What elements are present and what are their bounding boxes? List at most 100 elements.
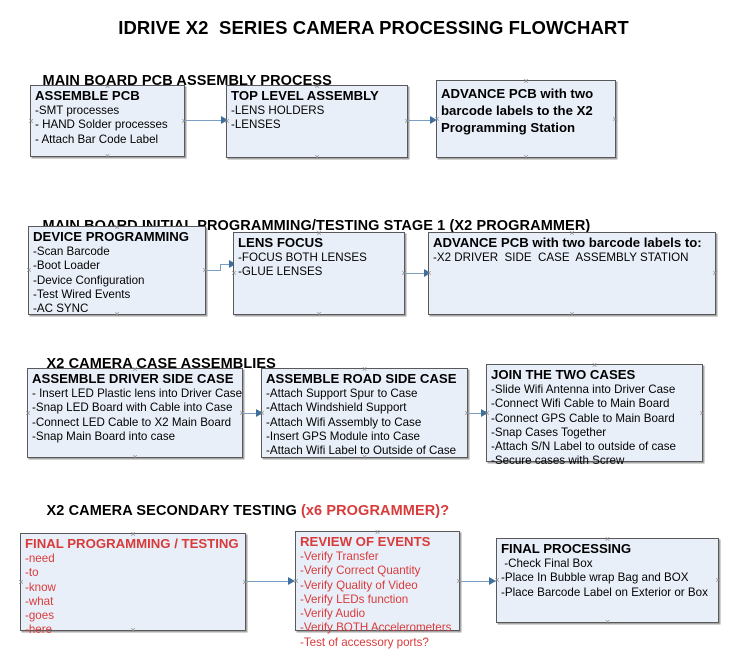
connection-point-left[interactable] [426,270,433,277]
connection-point-left[interactable] [25,410,32,417]
connection-point-top[interactable] [374,529,381,536]
connection-point-bottom[interactable] [523,154,530,161]
connection-point-right[interactable] [712,270,719,277]
connection-point-top[interactable] [591,362,598,369]
box-header: ASSEMBLE PCB [35,88,140,103]
box-line: -Place In Bubble wrap Bag and BOX [501,571,689,585]
box-line: -need [25,552,55,565]
section-heading-main-board-initial-programming-testing-stage-1: MAIN BOARD INITIAL PROGRAMMING/TESTING S… [26,202,591,250]
process-box-lens-focus[interactable]: LENS FOCUS -FOCUS BOTH LENSES -GLUE LENS… [233,232,405,315]
connection-point-bottom[interactable] [316,311,323,318]
process-box-join-the-two-cases[interactable]: JOIN THE TWO CASES -Slide Wifi Antenna i… [484,362,706,467]
box-header: JOIN THE TWO CASES [491,367,636,382]
box-line: -Connect GPS Cable to Main Board [491,411,675,425]
connection-point-left[interactable] [26,267,33,274]
connector-driver-side-case-to-road-side-case [244,413,261,415]
process-box-advance-pcb-to-x2-programming-station[interactable]: ADVANCE PCB with two barcode labels to t… [436,80,616,158]
box-line: -Attach Support Spur to Case [266,387,418,400]
connector-road-side-case-to-join-the-two-cases [469,413,486,415]
box-line: -know [25,580,56,594]
box-line: -Device Configuration [33,273,145,287]
box-line: -Verify BOTH Accelerometers [300,621,452,635]
box-line: - HAND Solder processes [35,118,168,132]
connection-point-top[interactable] [114,224,121,231]
connection-point-bottom[interactable] [104,153,111,160]
process-box-device-programming[interactable]: DEVICE PROGRAMMING -Scan Barcode -Boot L… [28,226,206,315]
box-line: -goes [25,609,55,623]
box-line: -Connect LED Cable to X2 Main Board [32,415,232,429]
box-header: LENS FOCUS [238,235,323,250]
box-header: TOP LEVEL ASSEMBLY [231,88,379,103]
box-line: -what [25,594,54,608]
connection-point-top[interactable] [314,83,321,90]
connection-point-left[interactable] [494,577,501,584]
box-line: -Secure cases with Screw [491,454,625,468]
connection-point-top[interactable] [316,230,323,237]
process-box-final-programming-testing[interactable]: FINAL PROGRAMMING / TESTING -need -to -k… [18,531,246,636]
process-box-final-processing[interactable]: FINAL PROCESSING -Check Final Box -Place… [496,538,719,623]
section-heading-suffix: (x6 PROGRAMMER)? [300,503,450,519]
process-box-assemble-road-side-case[interactable]: ASSEMBLE ROAD SIDE CASE -Attach Support … [261,368,468,458]
box-line: - Attach Bar Code Label [35,132,159,146]
process-box-advance-pcb-to-driver-side-case-assembly[interactable]: ADVANCE PCB with two barcode labels to: … [428,232,716,315]
connection-point-bottom[interactable] [130,627,137,634]
box-header: ADVANCE PCB with two barcode labels to t… [441,86,594,135]
box-line: -Verify Audio [300,607,366,621]
box-line: -Scan Barcode [33,245,110,258]
box-header: ASSEMBLE DRIVER SIDE CASE [32,371,234,386]
page-title: IDRIVE X2 SERIES CAMERA PROCESSING FLOWC… [118,17,629,38]
connection-point-top[interactable] [130,531,137,538]
connection-point-bottom[interactable] [569,311,576,318]
box-line-overflow: -Test of accessory ports? [300,635,429,649]
box-line: -Attach S/N Label to outside of case [491,440,676,454]
connection-point-left[interactable] [231,270,238,277]
connection-point-bottom[interactable] [361,454,368,461]
box-line: -Snap Main Board into case [32,429,176,443]
connection-point-top[interactable] [569,230,576,237]
process-box-assemble-driver-side-case[interactable]: ASSEMBLE DRIVER SIDE CASE - Insert LED P… [27,368,243,458]
process-box-assemble-pcb[interactable]: ASSEMBLE PCB -SMT processes - HAND Solde… [30,85,185,157]
box-line: -AC SYNC [33,302,89,316]
box-line: -Verify Quality of Video [300,578,418,592]
connection-point-left[interactable] [18,579,25,586]
process-box-review-of-events[interactable]: REVIEW OF EVENTS -Verify Transfer -Verif… [293,529,460,649]
box-line: -GLUE LENSES [238,265,323,279]
box-header: ADVANCE PCB with two barcode labels to: [433,235,702,250]
connector-device-programming-to-lens-focus-riser [220,264,222,271]
box-header: REVIEW OF EVENTS [300,534,431,549]
connection-point-bottom[interactable] [132,454,139,461]
connection-point-top[interactable] [104,83,111,90]
connection-point-bottom[interactable] [604,619,611,626]
connection-point-right[interactable] [699,410,706,417]
connection-point-right[interactable] [715,577,722,584]
connection-point-left[interactable] [293,578,300,585]
box-line: -Snap Cases Together [491,425,607,439]
connection-point-top[interactable] [523,78,530,85]
connection-point-top[interactable] [604,536,611,543]
section-heading-x2-camera-secondary-testing: X2 CAMERA SECONDARY TESTING (x6 PROGRAMM… [30,487,450,535]
box-line: - Insert LED Plastic lens into Driver Ca… [32,387,243,400]
connection-point-left[interactable] [484,410,491,417]
box-line: -Check Final Box [501,557,593,570]
connection-point-left[interactable] [28,118,35,125]
connection-point-left[interactable] [434,116,441,123]
box-line: -Attach Windshield Support [266,401,407,415]
connection-point-bottom[interactable] [591,458,598,465]
connection-point-bottom[interactable] [114,311,121,318]
connection-point-left[interactable] [259,410,266,417]
connection-point-bottom[interactable] [314,154,321,161]
box-line: -Attach Wifi Assembly to Case [266,415,422,429]
box-line: -Verify LEDs function [300,592,409,606]
connection-point-bottom[interactable] [374,627,381,634]
connection-point-top[interactable] [132,366,139,373]
connection-point-right[interactable] [612,116,619,123]
connector-device-programming-to-lens-focus [207,270,221,272]
process-box-top-level-assembly[interactable]: TOP LEVEL ASSEMBLY -LENS HOLDERS -LENSES [226,85,408,158]
connection-point-left[interactable] [224,118,231,125]
connector-final-programming-to-review-of-events [247,581,293,583]
box-line: -Verify Correct Quantity [300,564,421,578]
connection-point-top[interactable] [361,366,368,373]
box-line: -Connect Wifi Cable to Main Board [491,397,670,411]
box-line: -SMT processes [35,104,120,117]
